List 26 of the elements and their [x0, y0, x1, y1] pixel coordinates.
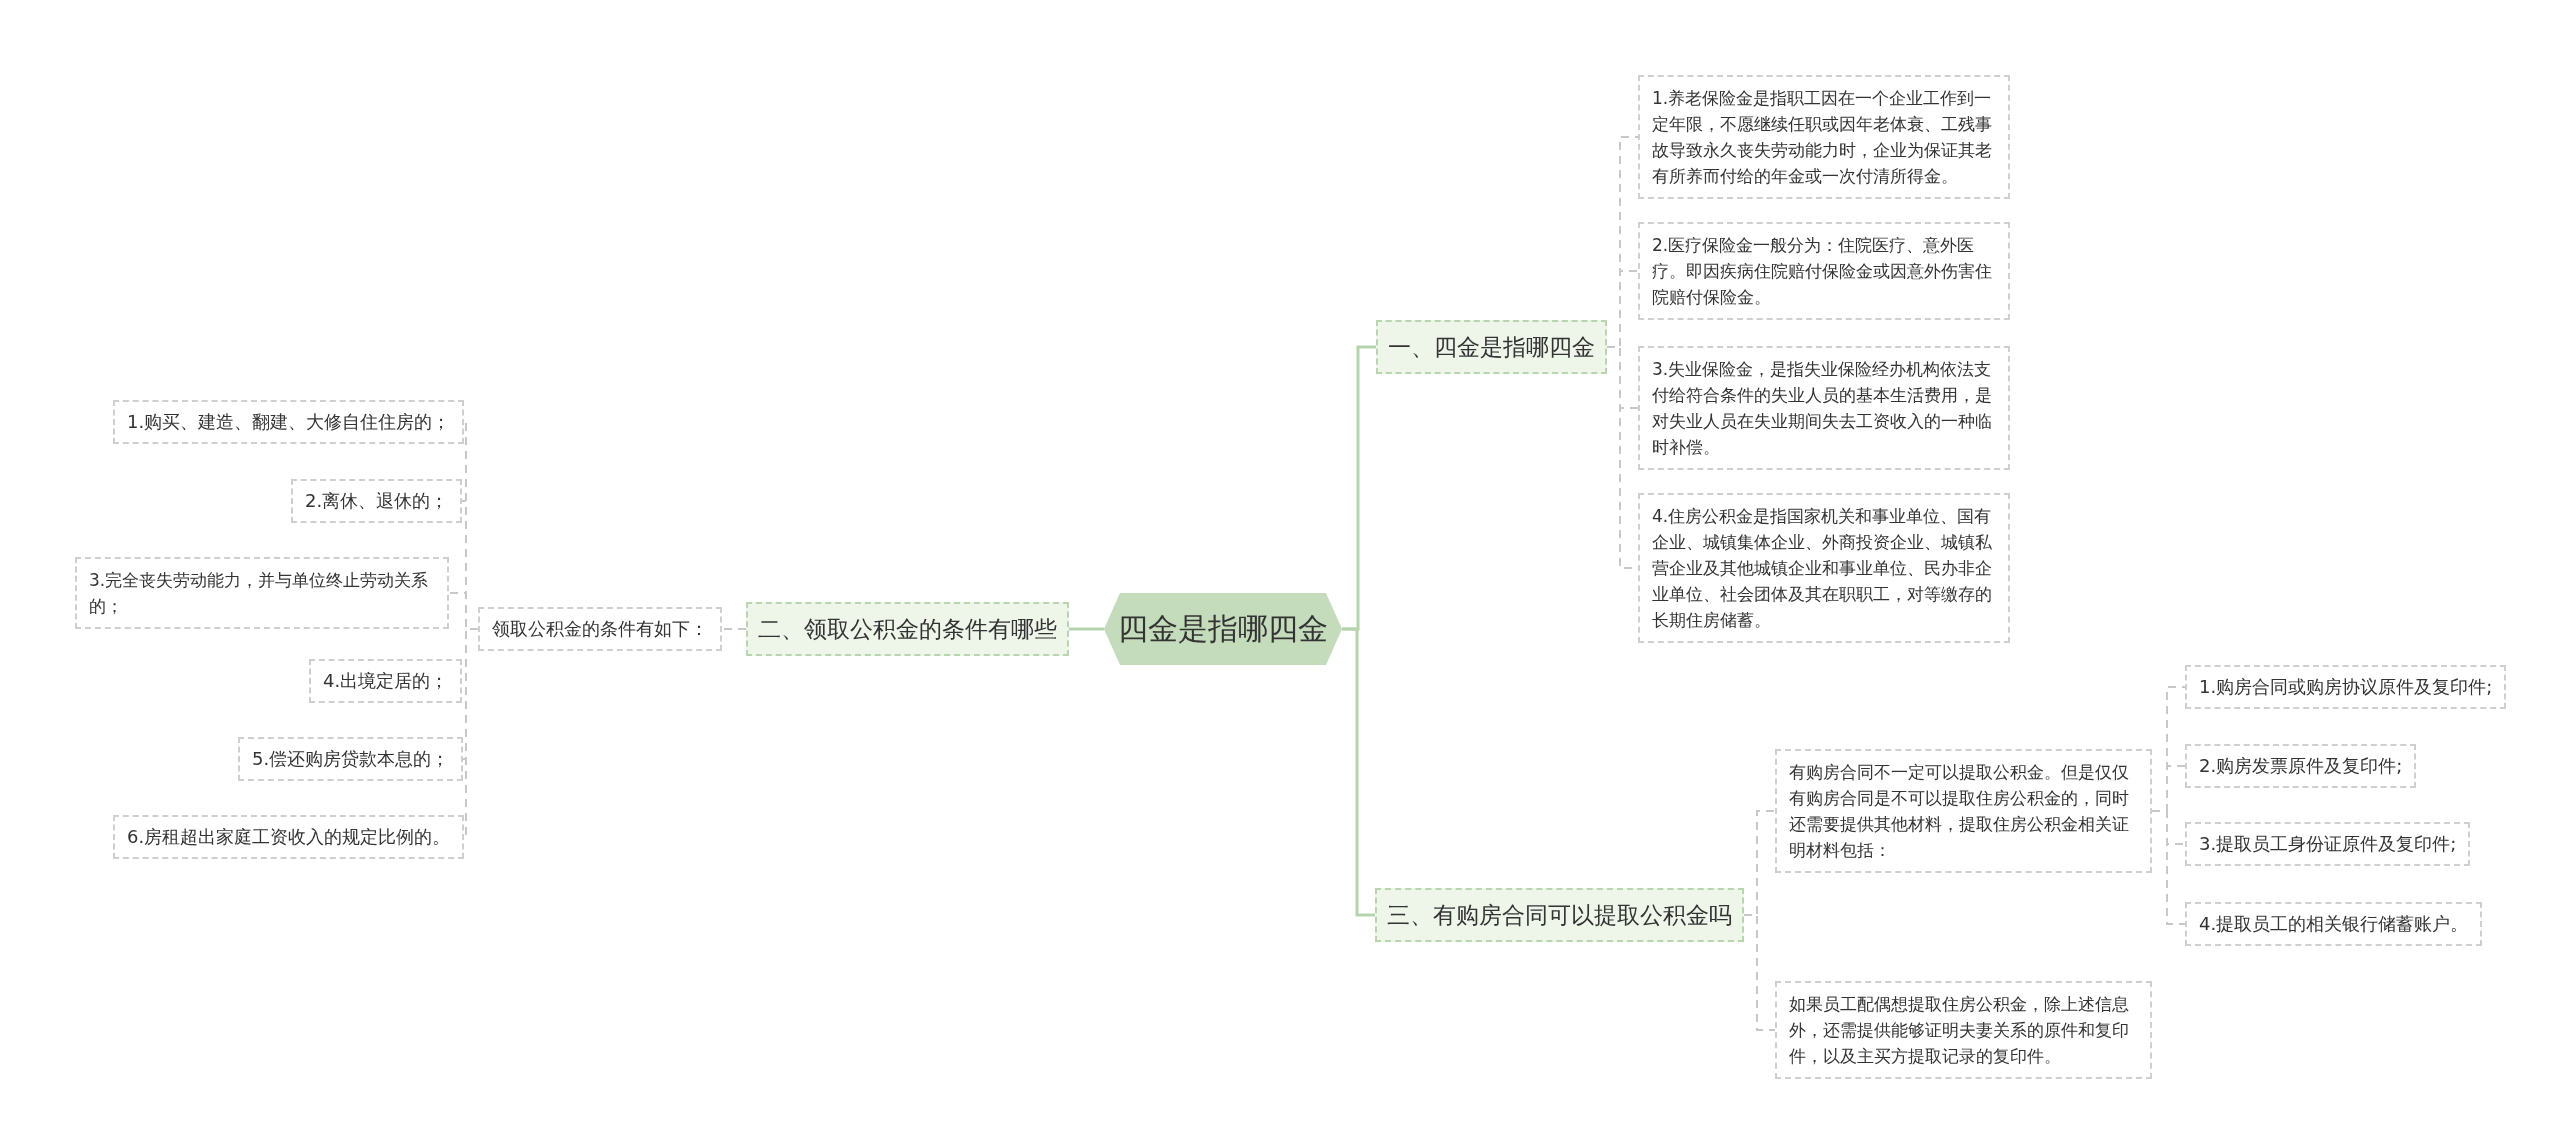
connector-line: [721, 628, 747, 630]
text-box: 2.离休、退休的；: [291, 479, 463, 523]
text-box: 有购房合同不一定可以提取公积金。但是仅仅有购房合同是不可以提取住房公积金的，同时还需要提供其他材料，提取住房公积金相关证明材料包括：: [1775, 749, 2152, 873]
text-box: 5.偿还购房贷款本息的；: [238, 737, 464, 781]
connector-line: [1069, 627, 1104, 631]
central-topic: 四金是指哪四金: [1104, 593, 1342, 665]
text-box: 6.房租超出家庭工资收入的规定比例的。: [113, 815, 465, 859]
text-box: 4.住房公积金是指国家机关和事业单位、国有企业、城镇集体企业、外商投资企业、城镇私营企业及其他城镇企业和事业单位、民办非企业单位、社会团体及其在职职工，对等缴存的长期住房储蓄。: [1638, 493, 2010, 643]
topic-box: 三、有购房合同可以提取公积金吗: [1375, 888, 1744, 942]
text-box: 1.购买、建造、翻建、大修自住住房的；: [113, 400, 465, 444]
text-box: 领取公积金的条件有如下：: [478, 607, 722, 651]
text-box: 3.完全丧失劳动能力，并与单位终止劳动关系的；: [75, 557, 449, 629]
connector-line: [1342, 627, 1375, 917]
text-box: 4.出境定居的；: [309, 659, 463, 703]
topic-box: 一、四金是指哪四金: [1376, 320, 1607, 374]
text-box: 4.提取员工的相关银行储蓄账户。: [2185, 902, 2483, 946]
text-box: 3.提取员工身份证原件及复印件;: [2185, 822, 2471, 866]
text-box: 2.购房发票原件及复印件;: [2185, 744, 2417, 788]
text-box: 1.购房合同或购房协议原件及复印件;: [2185, 665, 2507, 709]
connector-line: [1743, 914, 1776, 1031]
text-box: 3.失业保险金，是指失业保险经办机构依法支付给符合条件的失业人员的基本生活费用，是对失业人员在失业期间失去工资收入的一种临时补偿。: [1638, 346, 2010, 470]
topic-box: 二、领取公积金的条件有哪些: [746, 602, 1069, 656]
text-box: 如果员工配偶想提取住房公积金，除上述信息外，还需提供能够证明夫妻关系的原件和复印件，以及主买方提取记录的复印件。: [1775, 981, 2152, 1079]
text-box: 1.养老保险金是指职工因在一个企业工作到一定年限，不愿继续任职或因年老体衰、工残事故导致永久丧失劳动能力时，企业为保证其老有所养而付给的年金或一次付清所得金。: [1638, 75, 2010, 199]
text-box: 2.医疗保险金一般分为：住院医疗、意外医疗。即因疾病住院赔付保险金或因意外伤害住院赔付保险金。: [1638, 222, 2010, 320]
connector-line: [2151, 810, 2186, 925]
